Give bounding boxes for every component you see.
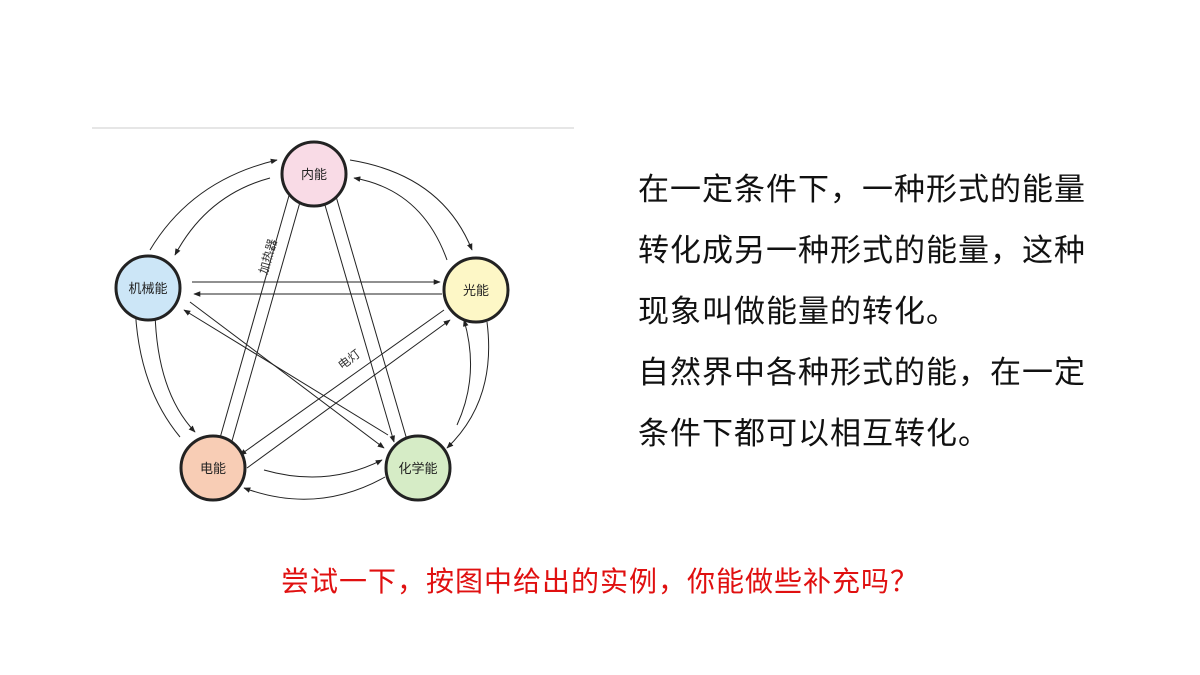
energy-conversion-diagram: 加热器 电灯 内能 光能 化学能 电能 机械能 xyxy=(114,140,510,502)
node-electric-label: 电能 xyxy=(200,462,226,477)
arrow-mechanical-to-electric xyxy=(154,311,196,433)
top-divider xyxy=(92,127,574,129)
arrow-internal-to-chemical xyxy=(319,187,395,443)
arrow-chemical-to-internal xyxy=(332,185,408,441)
arrow-electric-to-light xyxy=(246,319,451,469)
node-electric-energy: 电能 xyxy=(179,434,247,502)
explanation-line-5: 条件下都可以相互转化。 xyxy=(638,416,990,452)
explanation-line-1: 在一定条件下，一种形式的能量 xyxy=(638,172,1086,208)
explanation-line-2: 转化成另一种形式的能量，这种 xyxy=(638,233,1086,269)
node-internal-circle xyxy=(280,140,348,208)
node-internal-label: 内能 xyxy=(301,167,327,183)
node-light-energy: 光能 xyxy=(442,256,510,324)
arrow-light-to-chemical xyxy=(446,321,490,449)
node-light-label: 光能 xyxy=(463,284,489,299)
edge-label-heater: 加热器 xyxy=(256,237,279,275)
node-mechanical-label: 机械能 xyxy=(128,282,167,297)
node-chemical-circle xyxy=(384,434,452,502)
node-light-circle xyxy=(442,256,510,324)
arrow-internal-to-light xyxy=(349,159,473,251)
explanation-line-4: 自然界中各种形式的能，在一定 xyxy=(638,355,1086,391)
arrow-mechanical-to-internal xyxy=(149,158,278,251)
prompt-question: 尝试一下，按图中给出的实例，你能做些补充吗？ xyxy=(280,565,919,598)
node-chemical-energy: 化学能 xyxy=(384,434,452,502)
arrow-internal-to-electric xyxy=(229,187,305,449)
node-mechanical-circle xyxy=(114,254,182,322)
arrow-chemical-to-mechanical xyxy=(183,309,389,436)
arrow-light-to-internal xyxy=(353,176,448,261)
arrow-chemical-to-light xyxy=(456,319,471,426)
edge-label-lamp: 电灯 xyxy=(335,347,363,373)
arrow-electric-to-chemical xyxy=(263,459,383,478)
arrow-light-to-electric xyxy=(239,309,445,456)
node-chemical-label: 化学能 xyxy=(398,461,437,477)
node-mechanical-energy: 机械能 xyxy=(114,254,182,322)
arrow-electric-to-mechanical xyxy=(132,301,181,438)
arrow-mechanical-to-chemical xyxy=(189,301,385,449)
arrow-electric-to-internal xyxy=(217,184,293,446)
explanation-text: 在一定条件下，一种形式的能量 转化成另一种形式的能量，这种 现象叫做能量的转化。… xyxy=(638,160,1158,465)
arrow-chemical-to-electric xyxy=(243,476,386,500)
explanation-line-3: 现象叫做能量的转化。 xyxy=(638,294,958,330)
node-internal-energy: 内能 xyxy=(280,140,348,208)
arrow-internal-to-mechanical xyxy=(174,177,271,256)
node-electric-circle xyxy=(179,434,247,502)
